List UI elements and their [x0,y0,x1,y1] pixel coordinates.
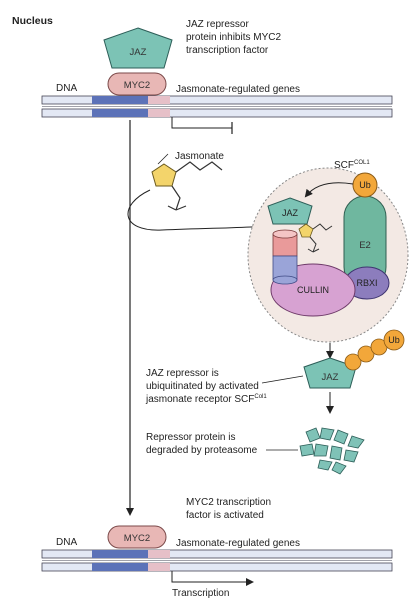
myc2-protein-bottom [107,525,167,549]
rbx-label: RBXI [356,278,377,288]
jasmonate-leader [157,153,169,165]
ubiquitinated-note-line-2: ubiquitinated by activated [146,381,259,392]
myc2-label-top: MYC2 [124,80,150,91]
ub-bead-complex [352,172,378,198]
transcription-arrow [171,571,254,586]
transcription-label: Transcription [172,588,229,599]
jaz-protein-complex [267,197,313,225]
jasmonate-molecule [151,161,223,211]
blocked-transcription-symbol [171,117,232,129]
ubiquitinated-leader [261,375,304,384]
myc2-label-bottom: MYC2 [124,533,150,544]
bottom-note-line-2: factor is activated [186,510,264,521]
jasmonate-label: Jasmonate [175,151,224,162]
ub-transfer-arrow [304,182,354,198]
top-note-line-1: JAZ repressor [186,19,249,30]
e2-label: E2 [359,240,371,251]
dna-strand-bottom [41,549,393,572]
cullin-label: CULLIN [297,285,329,295]
jaz-label-ubiquitinated: JAZ [322,372,339,383]
top-note-line-3: transcription factor [186,45,269,56]
degraded-protein-fragments [299,427,365,475]
coi1-adaptor-cylinder [272,229,298,285]
jaz-label-complex: JAZ [282,208,299,218]
genes-label-bottom: Jasmonate-regulated genes [176,538,300,549]
jasmonate-binding-arrow [127,189,268,231]
ubiquitinated-note-line-3: jasmonate receptor SCFCol1 [145,394,267,405]
jaz-label-top: JAZ [130,47,147,58]
dna-label-top: DNA [56,83,77,94]
ub-label-complex: Ub [359,180,371,190]
scf-label: SCFCOL1 [334,160,370,171]
nucleus-title: Nucleus [12,15,53,27]
ubiquitin-chain [344,329,405,371]
dna-strand-top [41,95,393,118]
degraded-note-line-2: degraded by proteasome [146,445,258,456]
myc2-protein-top [107,72,167,96]
dna-label-bottom: DNA [56,537,77,548]
bottom-note-line-1: MYC2 transcription [186,497,271,508]
ubiquitinated-note-line-1: JAZ repressor is [146,368,219,379]
genes-label-top: Jasmonate-regulated genes [176,84,300,95]
bound-jasmonate [298,223,333,253]
top-note-line-2: protein inhibits MYC2 [186,32,281,43]
ub-label-chain: Ub [388,335,400,345]
degraded-note-line-1: Repressor protein is [146,432,235,443]
jaz-protein-top [103,27,173,69]
